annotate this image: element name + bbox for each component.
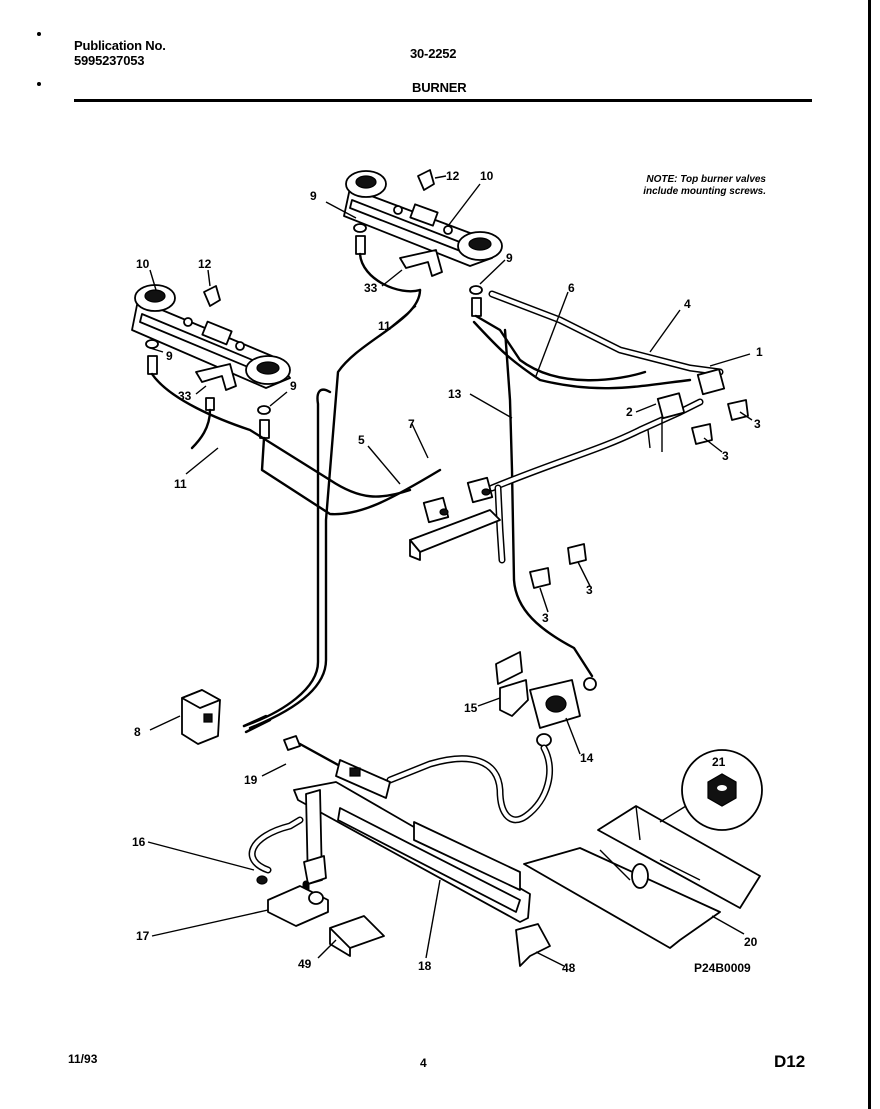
callout-5: 5 <box>358 433 365 447</box>
oven-burner-valve-17 <box>248 816 329 927</box>
callout-2: 2 <box>626 405 633 419</box>
callout-48: 48 <box>562 961 576 975</box>
callout-9: 9 <box>506 251 513 265</box>
callout-10: 10 <box>136 257 150 271</box>
callout-19: 19 <box>244 773 258 787</box>
callout-14: 14 <box>580 751 594 765</box>
callout-20: 20 <box>744 935 758 949</box>
callout-12: 12 <box>198 257 212 271</box>
main-manifold-pipe <box>488 290 724 564</box>
callout-10: 10 <box>480 169 494 183</box>
callout-18: 18 <box>418 959 432 973</box>
bracket-12-left <box>203 285 221 307</box>
callout-9: 9 <box>310 189 317 203</box>
header-rule <box>74 99 812 102</box>
footer-date: 11/93 <box>68 1052 98 1066</box>
left-burner-assembly <box>131 284 291 389</box>
callout-49: 49 <box>298 957 312 971</box>
callout-4: 4 <box>684 297 691 311</box>
callout-16: 16 <box>132 835 146 849</box>
page-edge <box>868 0 871 1109</box>
bracket-33-right <box>399 249 443 277</box>
callout-3: 3 <box>586 583 593 597</box>
scan-dot <box>37 82 41 86</box>
baffle-20 <box>523 805 761 949</box>
model-number: 30-2252 <box>410 46 457 61</box>
gas-tubing <box>150 252 692 730</box>
callout-6: 6 <box>568 281 575 295</box>
callout-33: 33 <box>178 389 192 403</box>
scan-dot <box>37 32 41 36</box>
leader-lines <box>147 175 753 967</box>
callout-3: 3 <box>722 449 729 463</box>
footer-page: 4 <box>420 1056 427 1070</box>
note-line-1: NOTE: Top burner valves <box>646 174 766 185</box>
publication-label: Publication No. <box>74 38 166 53</box>
bracket-49 <box>329 915 385 957</box>
right-burner-assembly <box>343 170 503 267</box>
valve-rail <box>409 509 501 561</box>
callout-12: 12 <box>446 169 460 183</box>
mounting-screws <box>647 418 663 452</box>
orifice-fittings-9 <box>145 223 483 439</box>
note-text: NOTE: Top burner valves include mounting… <box>588 174 766 198</box>
callout-3: 3 <box>542 611 549 625</box>
callout-33: 33 <box>364 281 378 295</box>
valve-clips-3 <box>529 399 749 589</box>
callout-17: 17 <box>136 929 150 943</box>
bracket-33-left <box>195 363 237 391</box>
nut-21-detail <box>659 749 763 831</box>
top-burner-valves <box>422 368 726 524</box>
callout-3: 3 <box>754 417 761 431</box>
footer-code: D12 <box>774 1052 806 1071</box>
pressure-regulator <box>495 651 597 747</box>
callout-15: 15 <box>464 701 478 715</box>
bracket-12-right <box>417 169 435 191</box>
figure-code: P24B0009 <box>694 961 751 975</box>
callout-7: 7 <box>408 417 415 431</box>
oven-burner-18 <box>293 781 531 923</box>
callout-11: 11 <box>378 319 391 333</box>
note-line-2: include mounting screws. <box>643 186 766 197</box>
callout-8: 8 <box>134 725 141 739</box>
publication-number: 5995237053 <box>74 53 145 68</box>
callout-1: 1 <box>756 345 763 359</box>
oven-sensor-19 <box>283 735 391 799</box>
callout-11: 11 <box>174 477 187 491</box>
section-title: BURNER <box>412 80 467 95</box>
callout-13: 13 <box>448 387 462 401</box>
callout-21: 21 <box>712 755 726 769</box>
ignitor-module-8 <box>181 689 272 745</box>
callout-9: 9 <box>166 349 173 363</box>
bracket-48 <box>515 923 551 967</box>
callout-9: 9 <box>290 379 297 393</box>
